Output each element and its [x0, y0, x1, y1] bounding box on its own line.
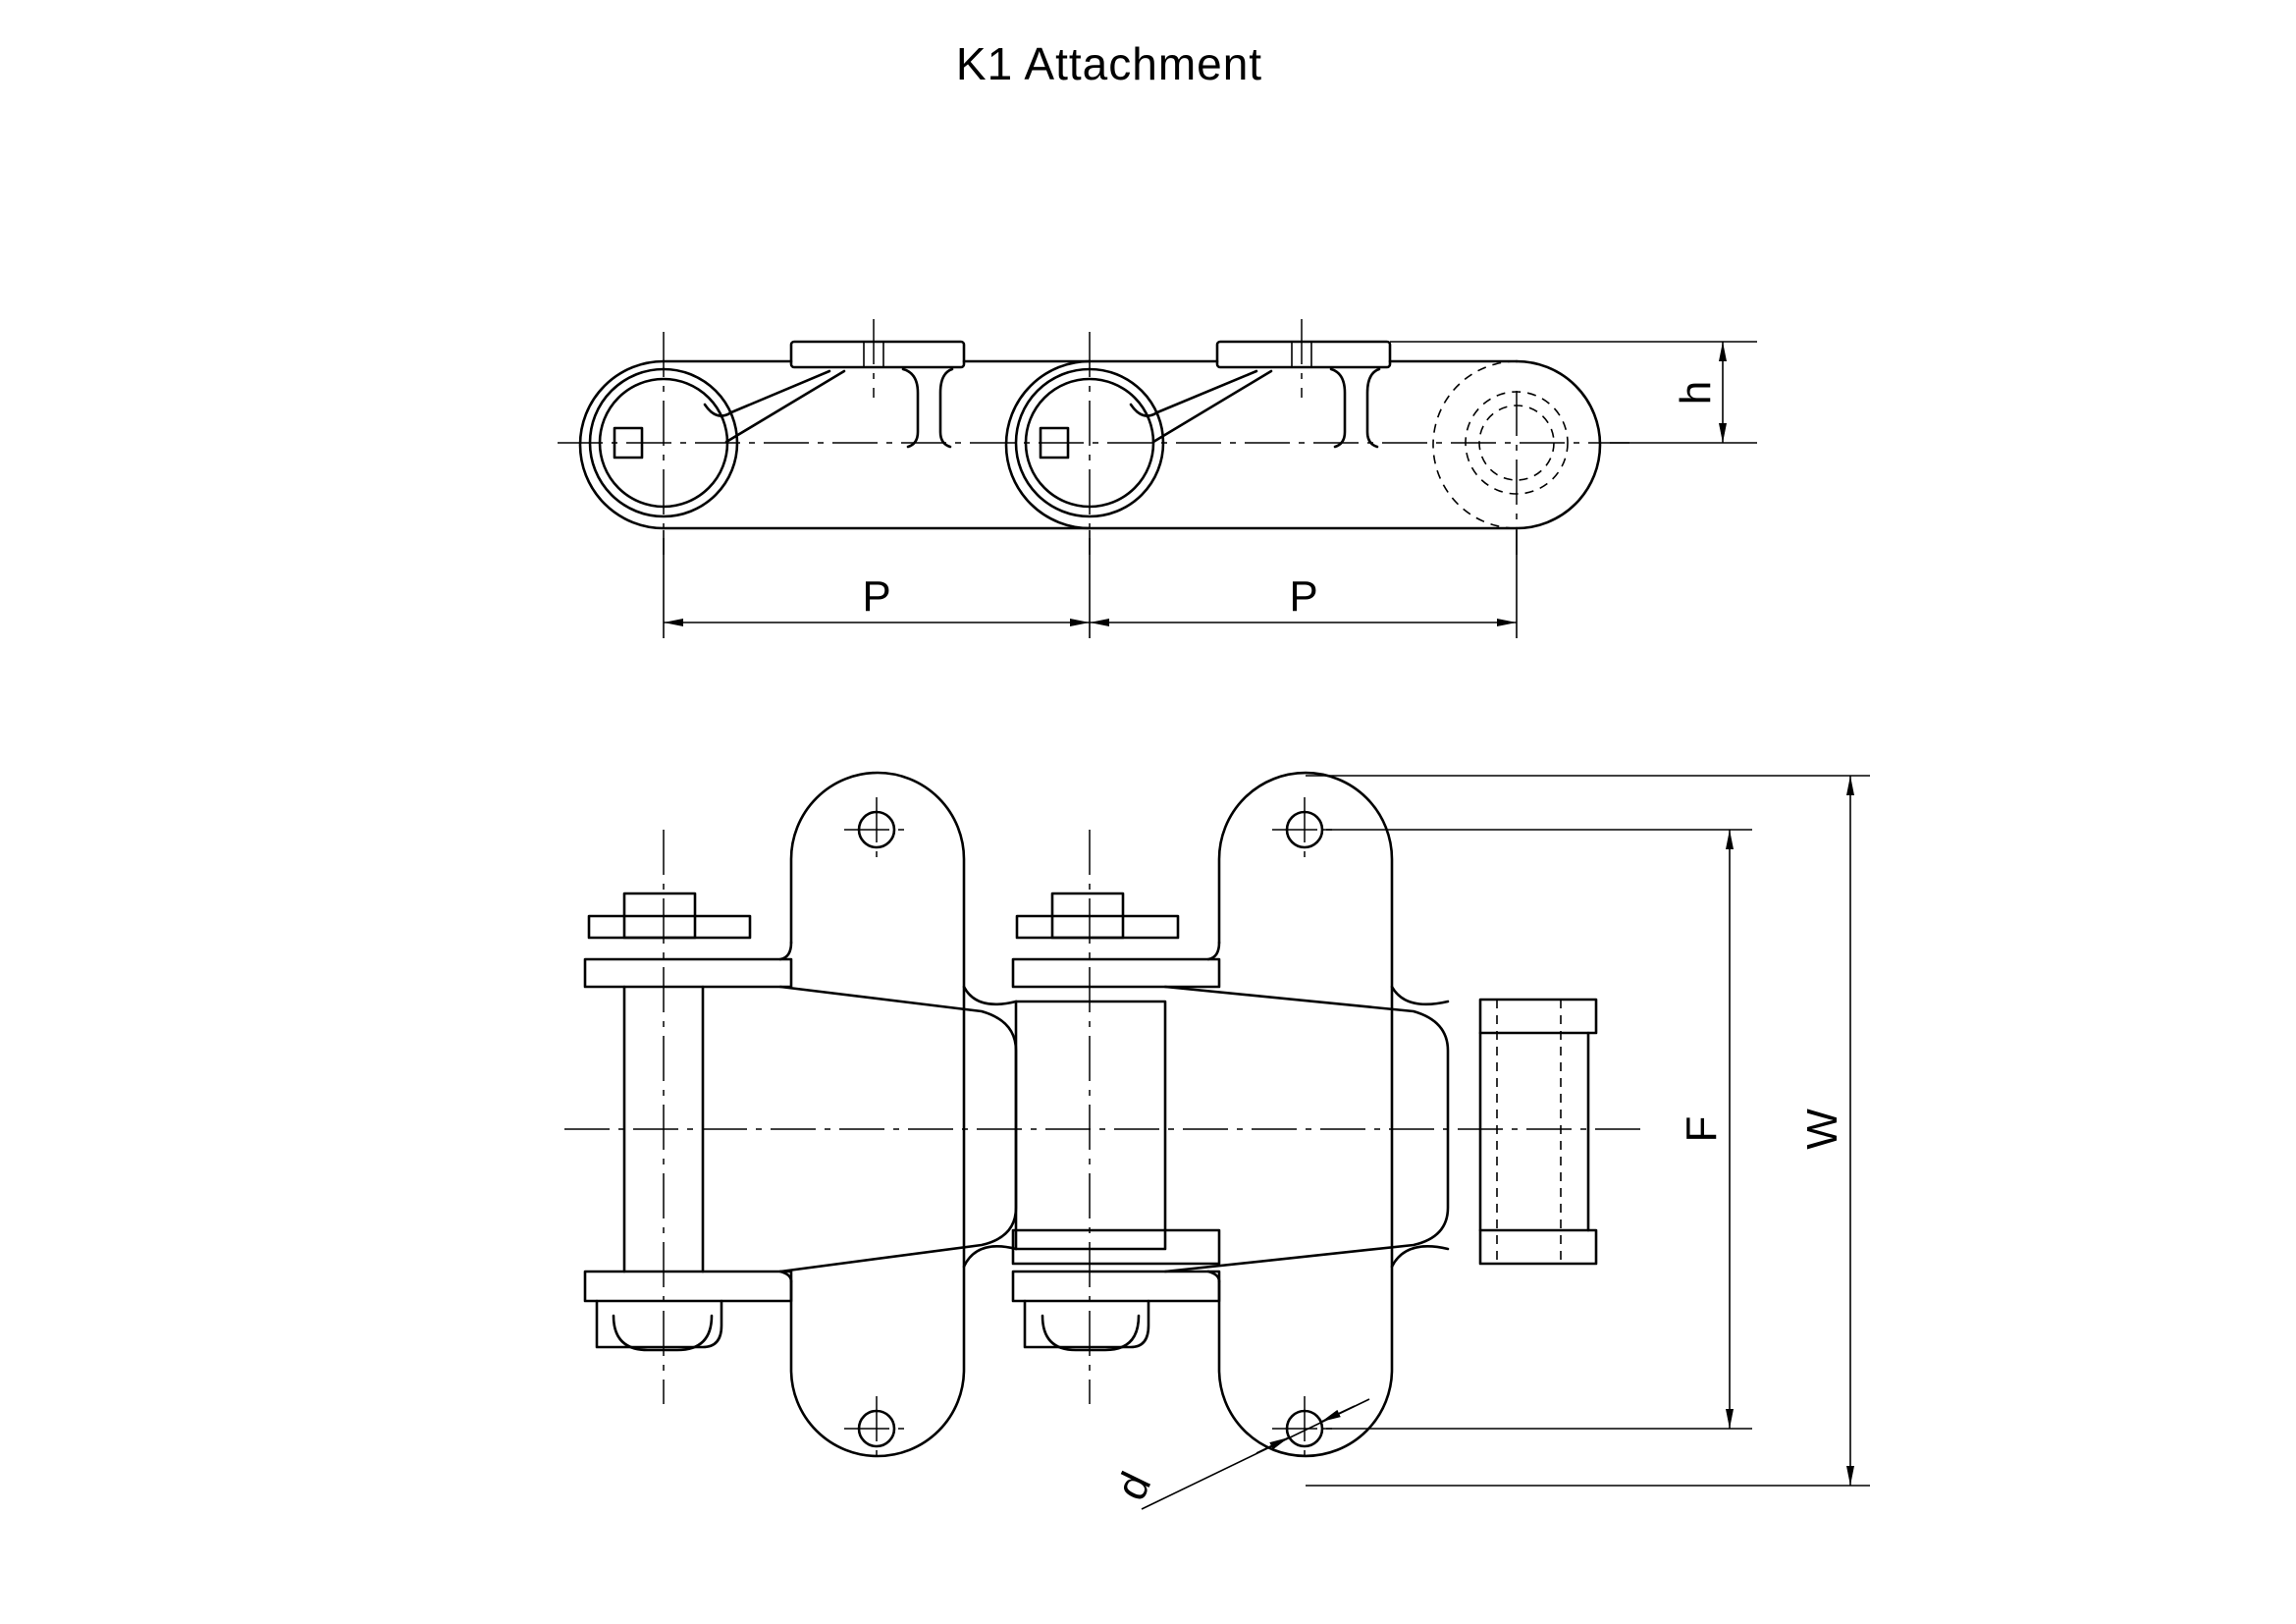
side-link-phantom	[1432, 360, 1569, 555]
dim-p-left: P	[862, 572, 890, 621]
dim-h: h	[1672, 381, 1720, 405]
attachment-bracket-2	[1163, 771, 1450, 1461]
attachment-bracket-1	[778, 771, 1018, 1461]
dim-w: W	[1798, 1109, 1846, 1150]
drawing-title: K1 Attachment	[955, 38, 1263, 89]
pin-2	[1011, 892, 1221, 1352]
top-view: F W d	[564, 771, 1870, 1510]
pin-1	[583, 892, 793, 1352]
dim-f: F	[1678, 1116, 1726, 1143]
side-view: h P P	[558, 319, 1757, 638]
side-link-1	[578, 340, 1092, 530]
end-bushing	[1478, 998, 1598, 1266]
dim-d: d	[1107, 1465, 1161, 1507]
side-link-2	[1004, 340, 1602, 530]
dim-p-right: P	[1289, 572, 1317, 621]
